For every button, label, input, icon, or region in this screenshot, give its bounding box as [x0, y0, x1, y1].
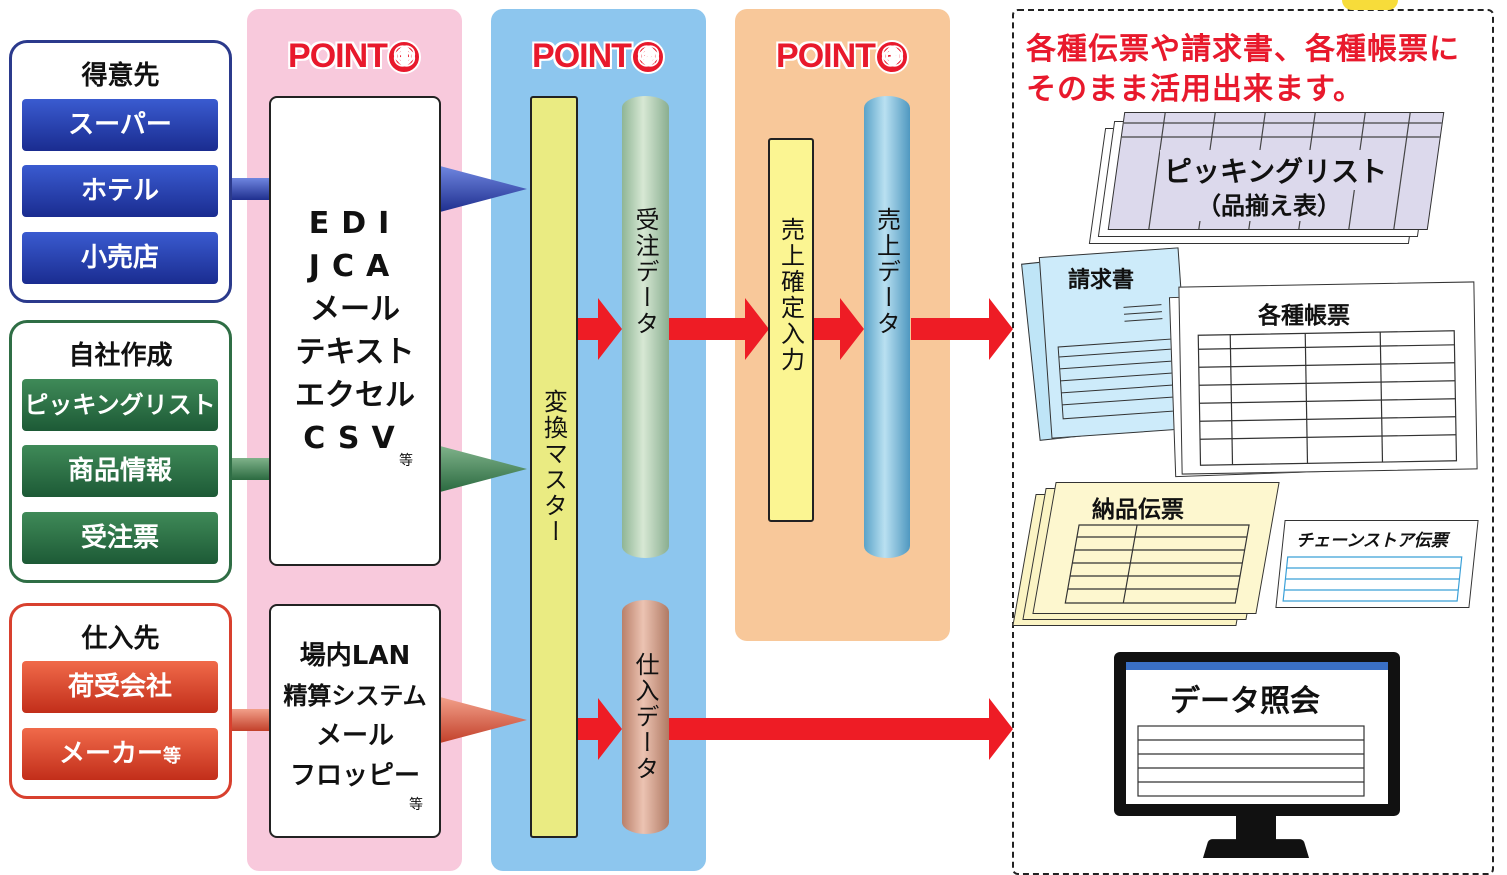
format-jca: JCA [308, 249, 402, 284]
format-top-suffix: 等 [399, 453, 413, 469]
inhouse-group: 自社作成 ピッキングリスト 商品情報 受注票 [9, 320, 232, 583]
data-inquiry-title: データ照会 [1170, 684, 1320, 719]
flow-arrow-master-purchase [576, 718, 602, 740]
sales-data-cylinder: 売上データ [864, 96, 910, 558]
invoice-title: 請求書 [1068, 268, 1135, 293]
monitor-table [1137, 725, 1365, 797]
monitor: データ照会 [1114, 652, 1400, 816]
inhouse-picking-list: ピッキングリスト [22, 379, 218, 431]
format-csv: CSV [303, 421, 407, 456]
picking-list-title: ピッキングリスト [1160, 150, 1392, 190]
picking-list-subtitle: （品揃え表） [1195, 186, 1343, 221]
sales-entry-bar: 売上確定入力 [768, 138, 814, 522]
monitor-screen: データ照会 [1126, 662, 1388, 804]
conversion-master-label: 変換マスター [539, 389, 568, 545]
ledger-sheet [1178, 281, 1478, 475]
arrow-blue-head [440, 166, 527, 212]
flow-arrow-entry-sales [812, 318, 842, 340]
supplier-group: 仕入先 荷受会社 メーカー等 [9, 603, 232, 799]
inhouse-group-title: 自社作成 [68, 341, 173, 371]
flow-arrow-sales-output-head [989, 298, 1013, 360]
point2-number: ② [630, 40, 665, 74]
flow-arrow-order-entry-head [745, 298, 769, 360]
customer-retail: 小売店 [22, 232, 218, 284]
output-headline-2: そのまま活用出来ます。 [1026, 72, 1364, 107]
purchase-data-label: 仕入データ [631, 652, 659, 782]
flow-arrow-master-purchase-head [598, 698, 622, 760]
monitor-stand [1236, 816, 1276, 840]
supplier-wholesaler: 荷受会社 [22, 661, 218, 713]
format-settlement: 精算システム [283, 682, 427, 710]
format-excel: エクセル [295, 378, 415, 413]
flow-arrow-purchase-output-head [989, 698, 1013, 760]
customer-supermarket: スーパー [22, 99, 218, 151]
flow-arrow-master-order-head [598, 298, 622, 360]
format-box-bottom: 場内LAN 精算システム メール フロッピー 等 [269, 604, 441, 838]
chain-store-title: チェーンストア伝票 [1296, 531, 1448, 551]
flow-arrow-master-order [576, 318, 602, 340]
ledger-title: 各種帳票 [1258, 303, 1350, 329]
flow-arrow-sales-output [911, 318, 991, 340]
customer-group-title: 得意先 [81, 61, 160, 91]
arrow-green-head [440, 446, 527, 492]
format-lan: 場内LAN [299, 641, 411, 671]
monitor-base [1202, 839, 1310, 858]
flow-arrow-order-entry [669, 318, 747, 340]
supplier-maker-label: メーカー [58, 739, 163, 769]
chain-store-grid [1282, 556, 1463, 602]
sales-data-label: 売上データ [872, 207, 901, 337]
format-box-top: EDI JCA メール テキスト エクセル CSV 等 [269, 96, 441, 566]
format-bottom-suffix: 等 [409, 797, 423, 813]
customer-group: 得意先 スーパー ホテル 小売店 [9, 40, 232, 303]
ledger-grid [1197, 330, 1458, 466]
format-text: テキスト [295, 335, 415, 370]
flow-arrow-entry-sales-head [840, 298, 864, 360]
format-mail-2: メール [315, 721, 394, 751]
delivery-slip-grid [1064, 524, 1250, 604]
format-mail: メール [310, 292, 400, 327]
supplier-maker-suffix: 等 [163, 746, 181, 767]
order-data-label: 受注データ [631, 207, 659, 337]
invoice-sheet [1038, 247, 1192, 439]
invoice-grid [1057, 304, 1180, 420]
supplier-group-title: 仕入先 [81, 624, 160, 654]
point3-number: ③ [874, 40, 909, 74]
point1-number: ① [386, 40, 421, 74]
conversion-master-bar: 変換マスター [530, 96, 578, 838]
customer-hotel: ホテル [22, 165, 218, 217]
output-headline-1: 各種伝票や請求書、各種帳票に [1026, 32, 1460, 67]
arrow-red-head [440, 697, 527, 743]
inhouse-product-info: 商品情報 [22, 445, 218, 497]
inhouse-order-form: 受注票 [22, 512, 218, 564]
delivery-slip [1032, 482, 1280, 614]
badge-tip [1342, 0, 1398, 10]
delivery-slip-title: 納品伝票 [1092, 497, 1184, 523]
chain-store-slip [1275, 520, 1479, 608]
format-edi: EDI [308, 206, 402, 241]
format-floppy: フロッピー [289, 761, 420, 791]
order-data-cylinder: 受注データ [622, 96, 669, 558]
sales-entry-label: 売上確定入力 [776, 217, 805, 373]
purchase-data-cylinder: 仕入データ [622, 600, 669, 834]
supplier-maker: メーカー等 [22, 728, 218, 780]
flow-arrow-purchase-output [669, 718, 991, 740]
